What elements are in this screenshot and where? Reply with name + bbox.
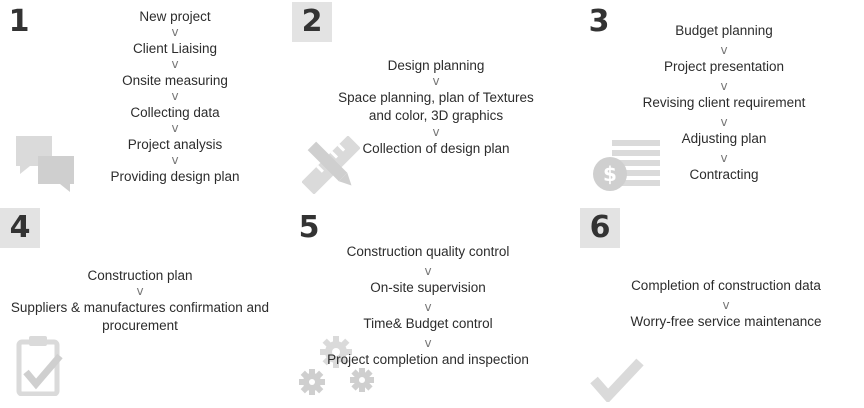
gears-icon [299,336,374,395]
down-arrow-icon: v [432,74,440,88]
step-item: Completion of construction data [631,278,821,293]
down-arrow-icon: v [720,43,728,57]
step-number: 3 [588,4,610,39]
down-arrow-icon: v [720,79,728,93]
step-item: Worry-free service maintenance [630,314,822,329]
step-item: Design planning [387,58,485,73]
step-item: Space planning, plan of Textures and col… [338,90,534,123]
step-item: Collecting data [130,105,220,120]
step-item: Revising client requirement [642,95,806,110]
step-item: Budget planning [675,23,773,38]
step-item: Project completion and inspection [327,352,529,367]
step-list: New project v Client Liaising v Onsite m… [60,8,290,185]
down-arrow-icon: v [171,89,179,103]
down-arrow-icon: v [432,125,440,139]
step-item: Collection of design plan [362,141,510,156]
step-item: Construction plan [87,268,193,283]
chat-bubbles-icon [16,136,74,192]
clipboard-check-icon [16,336,63,396]
step-item: Onsite measuring [122,73,228,88]
down-arrow-icon: v [171,121,179,135]
down-arrow-icon: v [720,151,728,165]
svg-text:$: $ [603,162,617,186]
step-list: Completion of construction data v Worry-… [612,277,840,330]
step-list: Construction plan v Suppliers & manufact… [10,267,270,335]
down-arrow-icon: v [722,298,730,312]
step-item: Project analysis [127,137,223,152]
step-item: Providing design plan [110,169,240,184]
down-arrow-icon: v [171,57,179,71]
step-item: Construction quality control [346,244,510,259]
step-item: Adjusting plan [681,131,767,146]
money-document-icon: $ [593,140,660,191]
step-number: 6 [580,208,620,248]
step-list: Design planning v Space planning, plan o… [326,57,546,157]
step-item: Client Liaising [132,41,218,56]
step-number: 4 [0,208,40,248]
step-item: Suppliers & manufactures confirmation an… [10,300,270,333]
step-number: 5 [298,210,320,245]
down-arrow-icon: v [171,153,179,167]
step-item: New project [139,9,211,24]
down-arrow-icon: v [424,264,432,278]
step-item: On-site supervision [370,280,486,295]
step-item: Project presentation [663,59,785,74]
step-item: Time& Budget control [363,316,493,331]
down-arrow-icon: v [424,300,432,314]
step-item: Contracting [689,167,759,182]
down-arrow-icon: v [136,284,144,298]
down-arrow-icon: v [424,336,432,350]
checkmark-icon [590,358,644,402]
step-list: Budget planning v Project presentation v… [614,22,834,183]
down-arrow-icon: v [720,115,728,129]
pencil-ruler-icon [302,136,360,194]
down-arrow-icon: v [171,25,179,39]
step-number: 2 [292,2,332,42]
step-list: Construction quality control v On-site s… [314,243,542,368]
step-number: 1 [8,4,30,39]
